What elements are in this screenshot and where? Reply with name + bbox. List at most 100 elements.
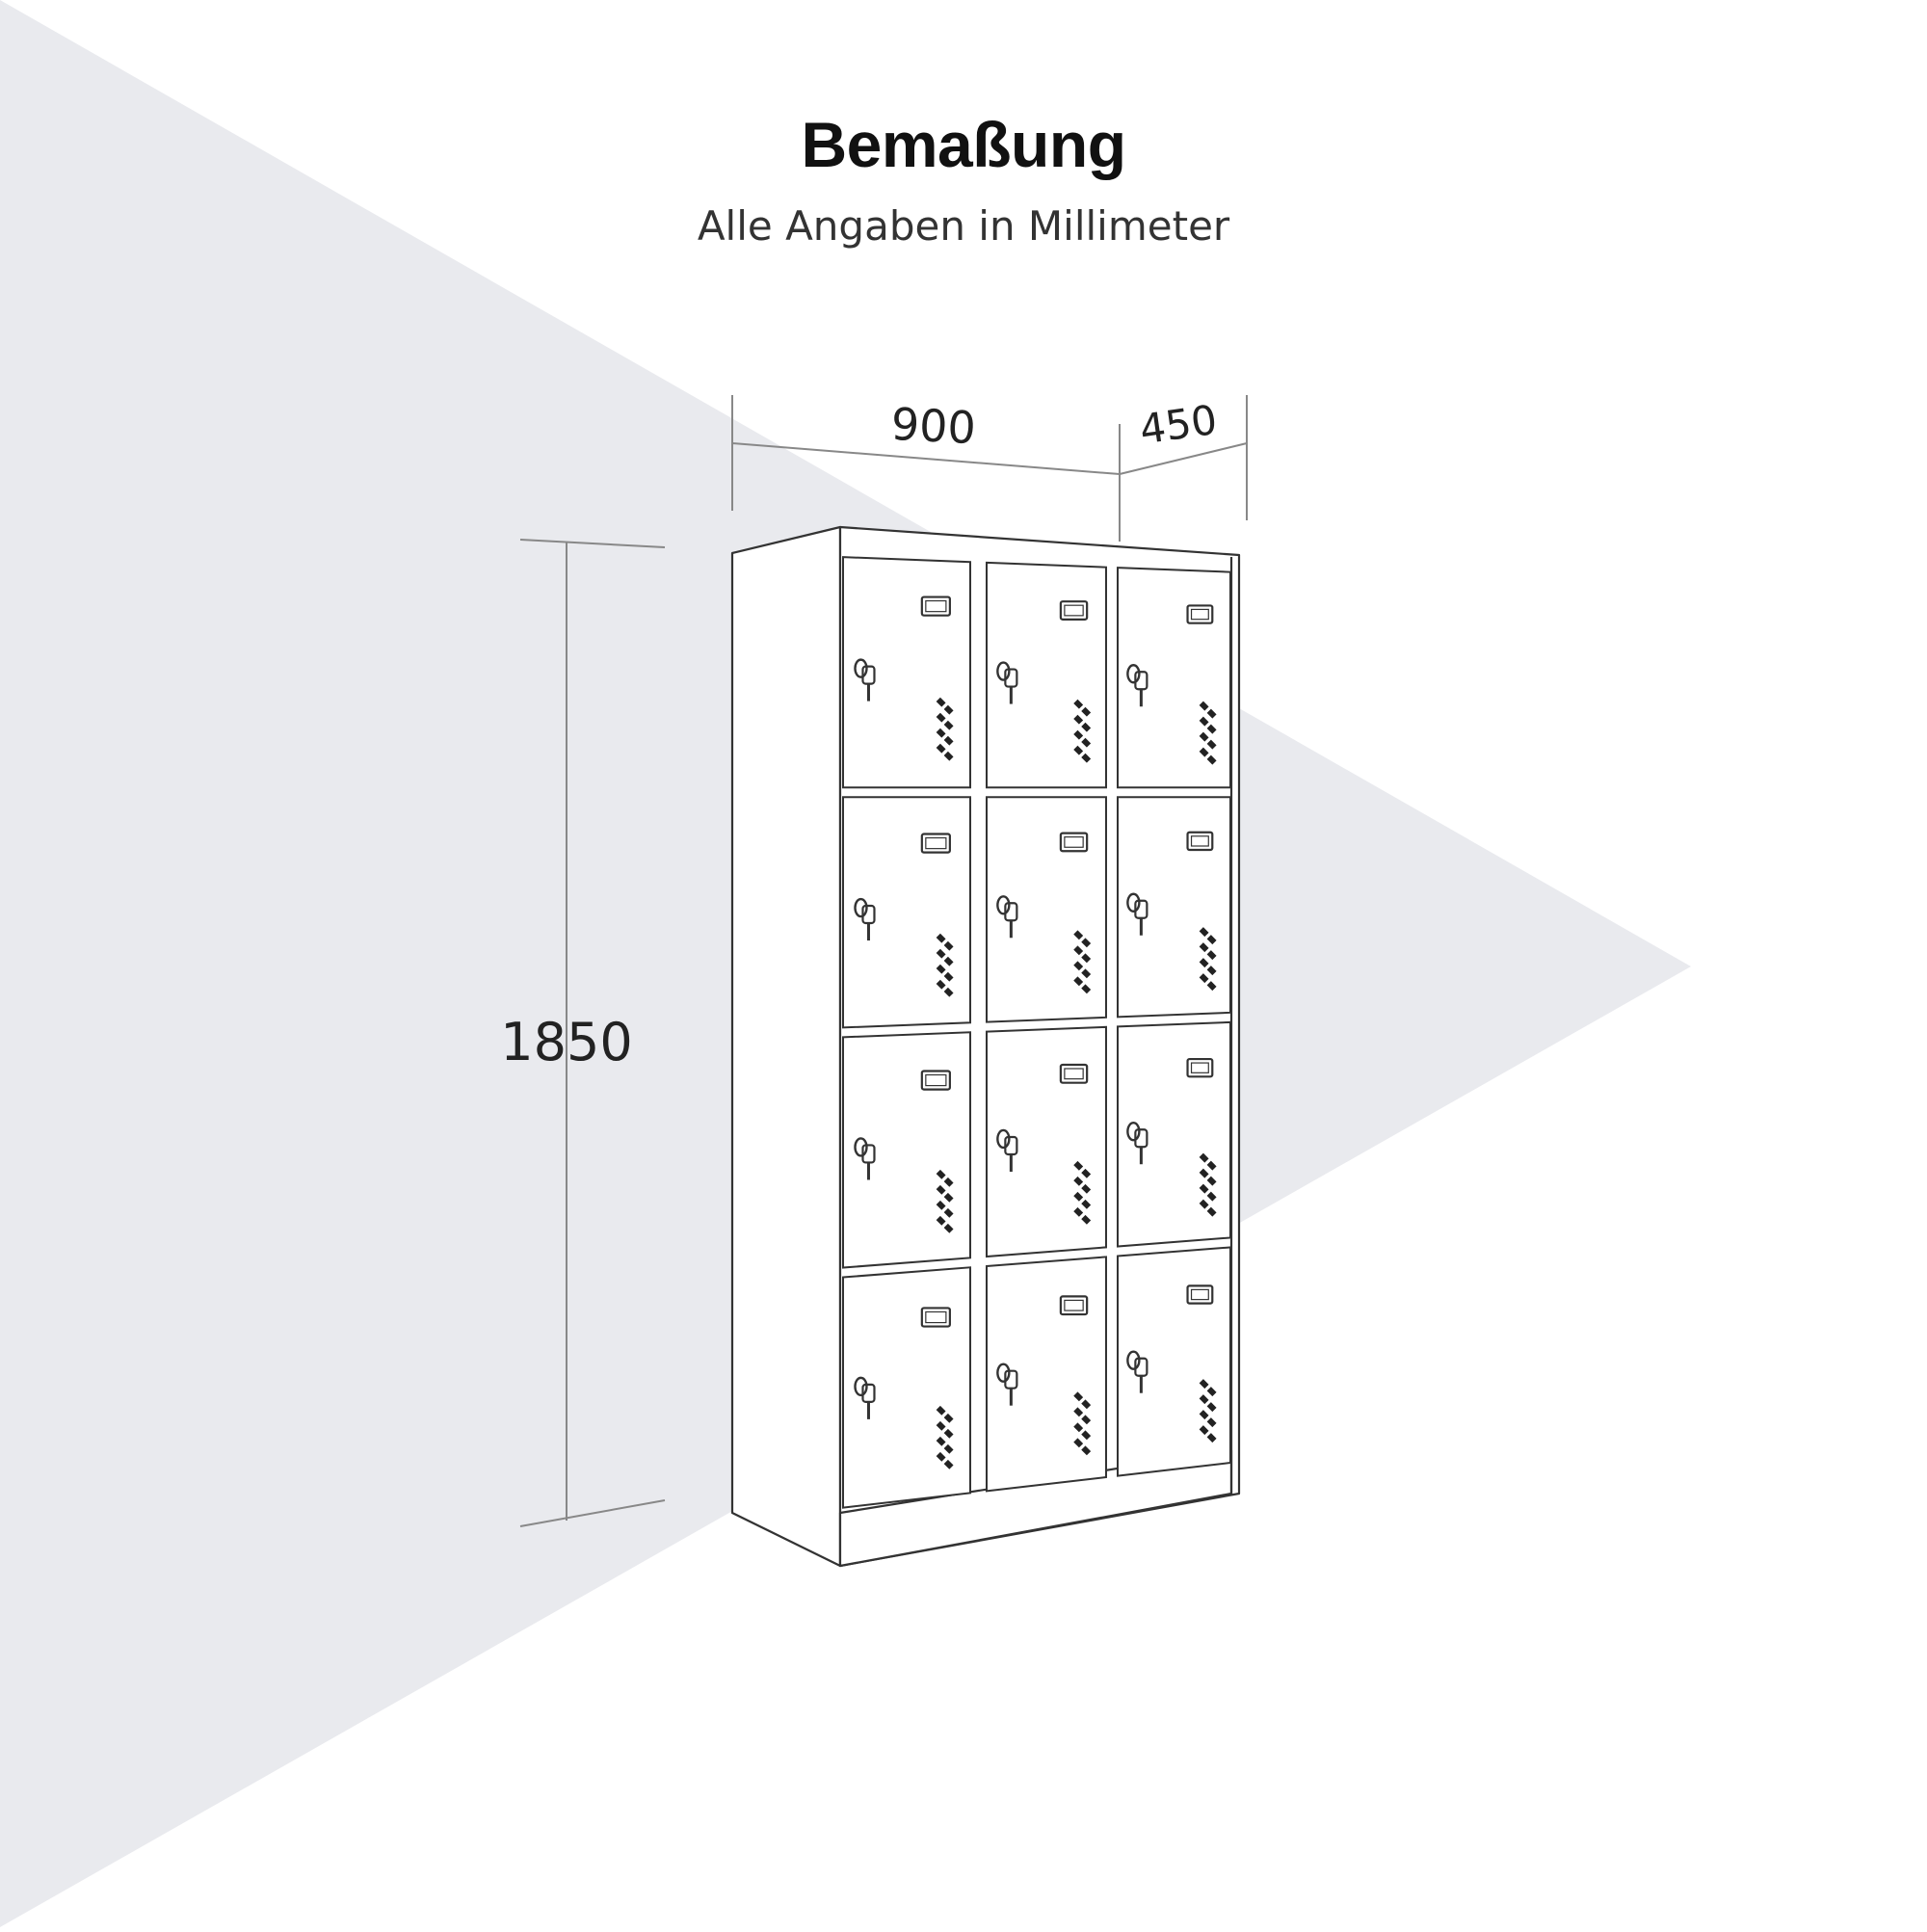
vent-slots — [1199, 927, 1217, 992]
vent-slot — [1081, 753, 1092, 763]
header: Bemaßung Alle Angaben in Millimeter — [0, 106, 1927, 252]
vent-slot — [1081, 1430, 1092, 1441]
vent-slot — [1206, 1433, 1217, 1443]
locker-door — [986, 1025, 1107, 1258]
vent-slot — [1206, 1417, 1217, 1428]
lock-icon — [854, 1137, 868, 1157]
width-label: 900 — [890, 398, 978, 455]
locker-door — [1117, 796, 1231, 1019]
vent-slot — [1206, 1387, 1217, 1397]
vent-slot — [1206, 708, 1217, 719]
label-holder — [920, 595, 951, 617]
vent-slot — [1073, 714, 1084, 725]
vent-slot — [1073, 976, 1084, 987]
locker-door — [986, 561, 1107, 789]
vent-slots — [936, 1405, 954, 1469]
height-label: 1850 — [500, 1012, 632, 1072]
vent-slot — [1206, 1176, 1217, 1186]
locker-door — [842, 796, 971, 1029]
vent-slot — [1073, 1407, 1084, 1417]
label-holder — [1186, 831, 1214, 852]
vent-slot — [1206, 981, 1217, 992]
vent-slot — [943, 704, 954, 715]
door-panel — [1117, 1246, 1231, 1477]
door-panel — [986, 1025, 1107, 1258]
vent-slot — [943, 987, 954, 997]
vent-slot — [1073, 745, 1084, 755]
vent-slots — [1073, 1160, 1092, 1225]
locker-door — [1117, 567, 1231, 789]
vent-slot — [943, 1459, 954, 1469]
lock-icon — [854, 658, 868, 678]
label-holder-inner — [1064, 835, 1084, 848]
height-extension-top — [519, 539, 666, 548]
vent-slot — [1206, 935, 1217, 945]
vent-slot — [1206, 1402, 1217, 1413]
lock-icon — [1126, 1350, 1141, 1370]
vent-slot — [943, 1207, 954, 1218]
vent-slot — [1206, 754, 1217, 765]
vent-slot — [1199, 1425, 1209, 1436]
vent-slot — [1081, 968, 1092, 979]
locker-door — [842, 1266, 971, 1509]
label-holder — [920, 1070, 951, 1091]
vent-slot — [1081, 1183, 1092, 1194]
vent-slot — [1073, 930, 1084, 940]
label-holder-inner — [925, 1073, 947, 1087]
lock-icon — [996, 1363, 1011, 1383]
vent-slot — [1073, 945, 1084, 956]
vent-slot — [1206, 1191, 1217, 1202]
vent-slot — [1199, 927, 1209, 938]
vent-slot — [1081, 984, 1092, 994]
vent-slot — [943, 751, 954, 761]
vent-slot — [1081, 1399, 1092, 1410]
vent-slot — [1199, 1199, 1209, 1209]
label-holder-inner — [1190, 608, 1209, 621]
vent-slot — [943, 1413, 954, 1423]
vent-slot — [1206, 966, 1217, 976]
label-holder-inner — [1190, 1062, 1209, 1073]
vent-slot — [1081, 938, 1092, 948]
vent-slot — [936, 728, 946, 738]
vent-slot — [1199, 716, 1209, 727]
depth-dimension-line — [1119, 442, 1248, 475]
vent-slot — [1073, 1391, 1084, 1402]
label-holder-inner — [1190, 835, 1209, 847]
vent-slot — [936, 712, 946, 723]
vent-slot — [1081, 953, 1092, 964]
vent-slot — [1199, 1183, 1209, 1194]
vent-slot — [1199, 701, 1209, 711]
dimension-lines — [519, 395, 1248, 1527]
label-holder — [1059, 1063, 1089, 1084]
lock-icon — [854, 897, 868, 918]
vent-slot — [1199, 973, 1209, 984]
vent-slot — [1206, 1206, 1217, 1217]
vent-slot — [1199, 958, 1209, 968]
lock-icon — [1126, 664, 1141, 684]
vent-slot — [936, 948, 946, 959]
vent-slot — [936, 964, 946, 974]
vent-slots — [936, 1169, 954, 1233]
lock-icon — [996, 895, 1011, 915]
label-holder — [1059, 600, 1089, 621]
vent-slot — [1073, 1206, 1084, 1217]
vent-slot — [943, 1443, 954, 1454]
locker-door — [1117, 1246, 1231, 1477]
lock-icon — [1126, 1122, 1141, 1142]
vent-slot — [943, 735, 954, 746]
vent-slots — [1073, 930, 1092, 994]
vent-slot — [1199, 1410, 1209, 1420]
vent-slot — [943, 971, 954, 982]
label-holder-inner — [925, 1310, 947, 1324]
label-holder-inner — [1064, 1068, 1084, 1080]
locker-door — [986, 796, 1107, 1023]
lock-icon — [996, 661, 1011, 681]
vent-slot — [1081, 1415, 1092, 1425]
vent-slot — [1073, 729, 1084, 740]
vent-slot — [936, 1451, 946, 1462]
page-title: Bemaßung — [801, 109, 1126, 180]
vent-slot — [936, 979, 946, 990]
label-holder — [1059, 1295, 1089, 1316]
